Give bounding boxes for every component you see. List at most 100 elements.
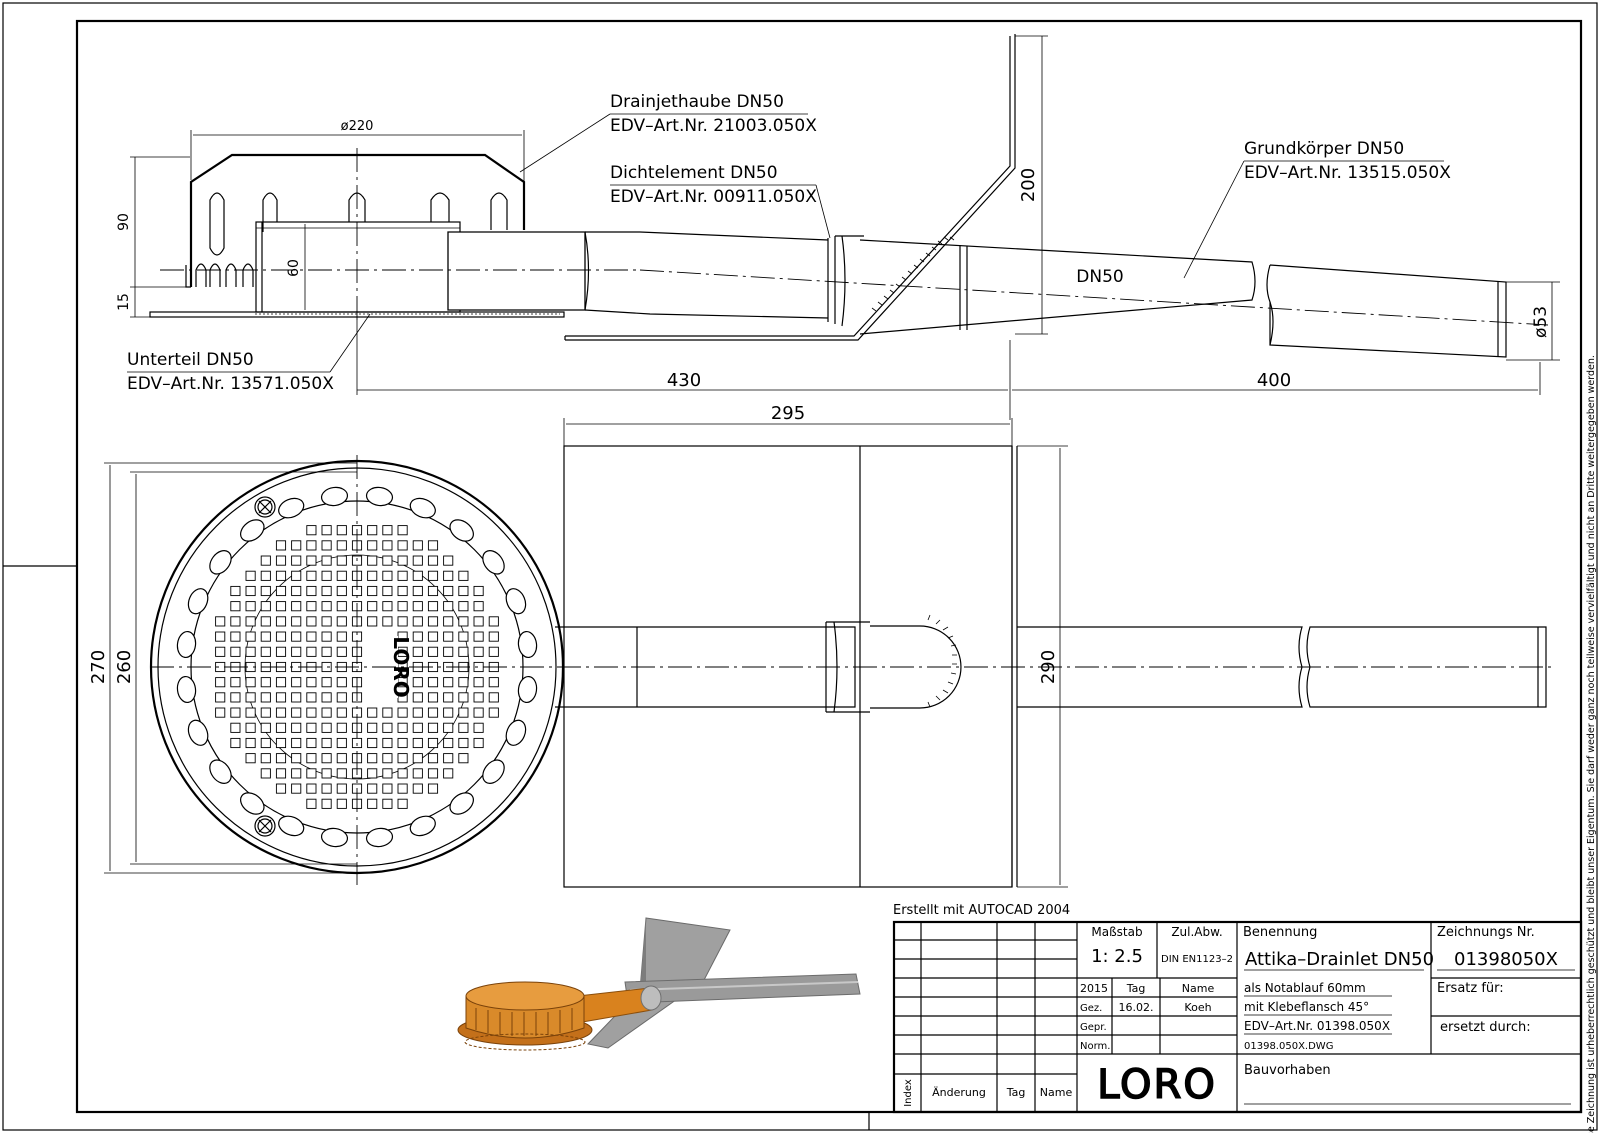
cap-scallop	[365, 486, 394, 507]
grate-hole	[473, 601, 484, 612]
grate-hole	[382, 798, 393, 809]
grate-hole	[230, 646, 241, 657]
grate-hole	[245, 753, 256, 764]
desc-2: mit Klebeflansch 45°	[1244, 1000, 1369, 1014]
grate-hole	[291, 601, 302, 612]
grate-hole	[367, 737, 378, 749]
desc-4: 01398.050X.DWG	[1244, 1041, 1333, 1052]
grate-hole	[230, 692, 241, 703]
side-view: ø220 90 15 60 200 ø53 430 400 DN50 Drain…	[116, 34, 1560, 420]
dim-h15: 15	[116, 293, 132, 311]
unterteil-article: EDV–Art.Nr. 13571.050X	[127, 374, 334, 394]
grate-hole	[291, 783, 302, 794]
grate-hole	[321, 585, 332, 597]
cap-scallop	[517, 675, 538, 704]
label-drainjethaube: Drainjethaube DN50 EDV–Art.Nr. 21003.050…	[519, 92, 817, 173]
grate-hole	[321, 798, 332, 809]
grate-hole	[458, 631, 469, 642]
grate-hole	[412, 540, 423, 551]
grate-hole	[321, 768, 332, 779]
grate-hole	[473, 707, 484, 718]
grate-hole	[443, 692, 454, 703]
grate-hole	[291, 585, 302, 597]
grate-hole	[336, 737, 347, 749]
gez-label: Gez.	[1080, 1003, 1102, 1014]
grate-hole	[321, 525, 332, 536]
tag-label: Tag	[1126, 982, 1146, 995]
grate-hole	[306, 646, 317, 657]
gez-name: Koeh	[1184, 1001, 1211, 1014]
dim-d260: 260	[114, 650, 135, 684]
grate-hole	[245, 601, 256, 612]
dim-h200: 200	[1018, 168, 1039, 202]
grate-hole	[336, 555, 347, 566]
upstand-sheet	[565, 36, 1011, 337]
grate-hole	[397, 616, 408, 627]
grate-hole	[427, 783, 439, 794]
loro-logo: LORO	[1097, 1062, 1217, 1108]
grate-hole	[427, 540, 439, 551]
grate-hole	[321, 555, 332, 566]
grate-hole	[427, 646, 439, 657]
grate-hole	[427, 601, 439, 612]
unterteil-name: Unterteil DN50	[127, 350, 254, 370]
grate-hole	[458, 677, 469, 688]
dim-h90: 90	[116, 213, 132, 231]
year: 2015	[1080, 982, 1108, 995]
grate-hole	[382, 707, 393, 718]
grate-hole	[412, 783, 423, 794]
grate-hole	[397, 783, 408, 794]
grate-hole	[321, 616, 332, 627]
grate-hole	[230, 722, 241, 733]
autocad-note: Erstellt mit AUTOCAD 2004	[893, 903, 1070, 918]
grate-hole	[321, 722, 332, 733]
grate-hole	[260, 555, 271, 566]
grate-hole	[412, 601, 423, 612]
grate-hole	[382, 722, 393, 733]
grate-hole	[488, 677, 499, 688]
dichtelement-article: EDV–Art.Nr. 00911.050X	[610, 187, 817, 207]
grate-hole	[427, 722, 439, 733]
grate-hole	[215, 616, 226, 627]
gez-tag: 16.02.	[1119, 1001, 1154, 1014]
grate-hole	[215, 707, 226, 718]
dichtelement-name: Dichtelement DN50	[610, 163, 778, 183]
grate-hole	[275, 585, 287, 597]
dim-l295: 295	[771, 403, 805, 424]
cap-scallops	[176, 486, 538, 848]
grate-hole	[275, 540, 287, 551]
grate-hole	[458, 646, 469, 657]
title-block: Maßstab 1: 2.5 Zul.Abw. DIN EN1123–2 Ben…	[892, 920, 1583, 1114]
grate-hole	[245, 616, 256, 627]
grate-hole	[291, 692, 302, 703]
name-label: Name	[1182, 982, 1215, 995]
grate-hole	[473, 737, 484, 749]
grate-hole	[458, 570, 469, 581]
product-render	[457, 917, 861, 1051]
side-dimension-texts: ø220 90 15 60 200 ø53 430 400 DN50	[116, 119, 1551, 391]
bend-hatch-top	[927, 614, 957, 708]
grate-hole	[245, 692, 256, 703]
grate-hole	[306, 540, 317, 551]
grate-hole	[473, 646, 484, 657]
grate-hole	[488, 692, 499, 703]
grate-hole	[291, 768, 302, 779]
grate-hole	[321, 753, 332, 764]
grate-hole	[306, 798, 317, 809]
grate-hole	[215, 692, 226, 703]
grate-hole	[458, 692, 469, 703]
dim-h60: 60	[286, 259, 302, 277]
zul-abw-value: DIN EN1123–2	[1161, 954, 1233, 965]
grate-hole	[427, 753, 439, 764]
drainjethaube-name: Drainjethaube DN50	[610, 92, 784, 112]
grate-hole	[336, 585, 347, 597]
grundkoerper-pipe	[859, 239, 1256, 335]
grate-hole	[367, 540, 378, 551]
ersatz-fuer: Ersatz für:	[1437, 981, 1504, 996]
grate-hole	[367, 601, 378, 612]
cap-scallop	[209, 550, 232, 575]
grate-hole	[473, 616, 484, 627]
grate-hole	[397, 737, 408, 749]
grate-hole	[382, 570, 393, 581]
